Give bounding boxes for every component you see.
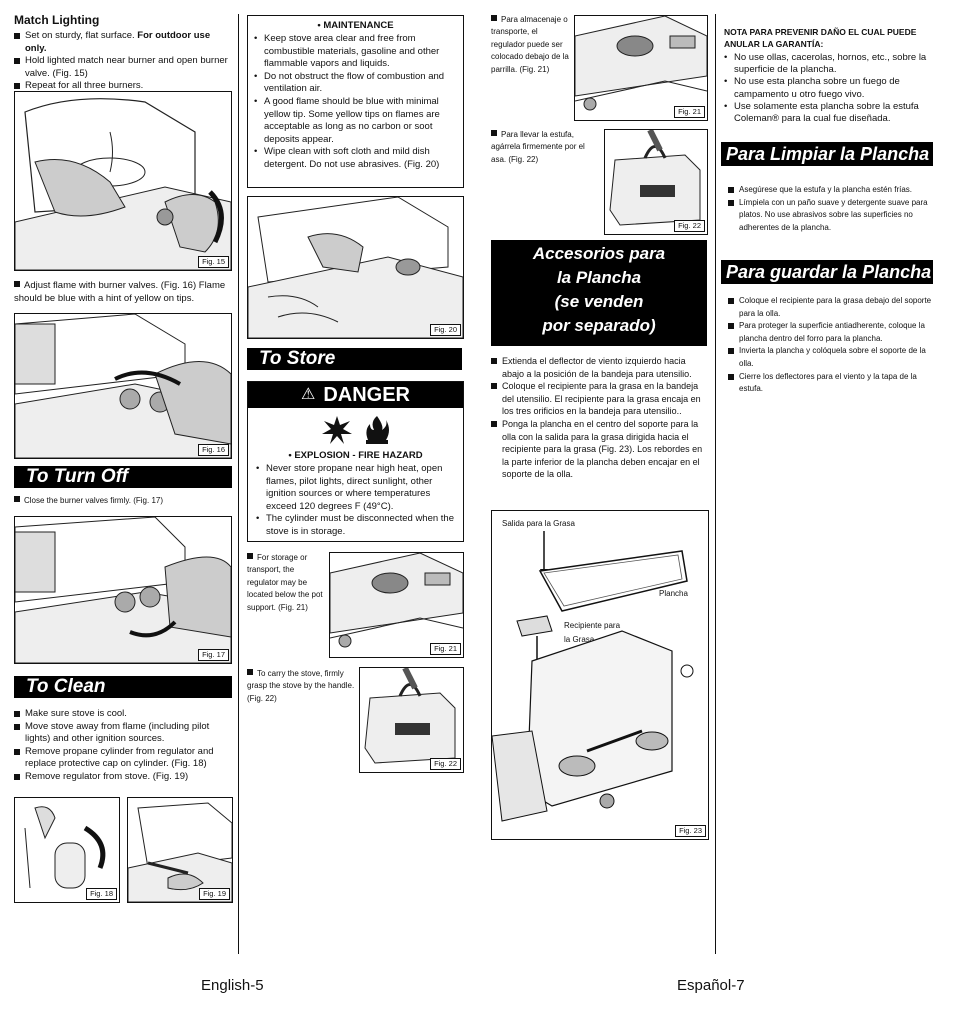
figure-16: Fig. 16 bbox=[14, 313, 232, 459]
nota-list: No use ollas, cacerolas, hornos, etc., s… bbox=[724, 52, 940, 125]
figure-17: Fig. 17 bbox=[14, 516, 232, 664]
recipiente-label: Recipiente para la Grasa bbox=[564, 621, 621, 644]
fig-22-en-label: Fig. 22 bbox=[430, 758, 461, 770]
clean-step: Move stove away from flame (including pi… bbox=[14, 721, 234, 746]
guardar-list: Coloque el recipiente para la grasa deba… bbox=[728, 295, 940, 396]
danger-item: The cylinder must be disconnected when t… bbox=[256, 513, 457, 538]
fire-icon bbox=[365, 416, 389, 444]
fig-17-label: Fig. 17 bbox=[198, 649, 229, 661]
footer-left: English-5 bbox=[201, 977, 264, 994]
fig-16-label: Fig. 16 bbox=[198, 444, 229, 456]
limpiar-list: Asegúrese que la estufa y la plancha est… bbox=[728, 184, 940, 234]
fig-21-en-label: Fig. 21 bbox=[430, 643, 461, 655]
fig-22-es-label: Fig. 22 bbox=[674, 220, 705, 232]
guardar-step: Cierre los deflectores para el viento y … bbox=[728, 371, 940, 396]
nota-title: NOTA PARA PREVENIR DAÑO EL CUAL PUEDE AN… bbox=[724, 27, 917, 49]
accesorios-list: Extienda el deflector de viento izquierd… bbox=[491, 355, 709, 481]
llevar-text: Para llevar la estufa, agárrela firmemen… bbox=[491, 130, 585, 164]
fig-15-label: Fig. 15 bbox=[198, 256, 229, 268]
nota-item: Use solamente esta plancha sobre la estu… bbox=[724, 101, 940, 125]
figure-21-es: Fig. 21 bbox=[574, 15, 708, 121]
danger-item: Never store propane near high heat, open… bbox=[256, 463, 457, 513]
guardar-heading: Para guardar la Plancha bbox=[721, 260, 933, 284]
almacenaje-text: Para almacenaje o transporte, el regulad… bbox=[491, 15, 569, 74]
figure-22-en: Fig. 22 bbox=[359, 667, 464, 773]
turn-off-text: Close the burner valves firmly. (Fig. 17… bbox=[14, 496, 232, 505]
clean-step: Remove regulator from stove. (Fig. 19) bbox=[14, 771, 234, 784]
fig-23-label: Fig. 23 bbox=[675, 825, 706, 837]
fig-21-es-label: Fig. 21 bbox=[674, 106, 705, 118]
accesorios-step: Extienda el deflector de viento izquierd… bbox=[491, 355, 709, 380]
accesorios-heading: Accesorios para la Plancha (se venden po… bbox=[491, 240, 707, 346]
maintenance-item: Keep stove area clear and free from comb… bbox=[254, 33, 455, 71]
clean-step: Remove propane cylinder from regulator a… bbox=[14, 746, 234, 771]
figure-20: Fig. 20 bbox=[247, 196, 464, 339]
maintenance-item: A good flame should be blue with minimal… bbox=[254, 96, 455, 146]
danger-subtitle: • EXPLOSION - FIRE HAZARD bbox=[288, 450, 423, 461]
nota-item: No use esta plancha sobre un fuego de ca… bbox=[724, 76, 940, 100]
to-store-heading: To Store bbox=[247, 348, 462, 370]
figure-18: Fig. 18 bbox=[14, 797, 120, 903]
explosion-icon bbox=[321, 416, 352, 444]
clean-list: Make sure stove is cool.Move stove away … bbox=[14, 708, 234, 784]
figure-22-es: Fig. 22 bbox=[604, 129, 708, 235]
fig-18-label: Fig. 18 bbox=[86, 888, 117, 900]
figure-15: Fig. 15 bbox=[14, 91, 232, 271]
match-lighting-list: Set on sturdy, flat surface. For outdoor… bbox=[14, 30, 234, 93]
guardar-step: Coloque el recipiente para la grasa deba… bbox=[728, 295, 940, 320]
match-lighting-item: Hold lighted match near burner and open … bbox=[14, 55, 234, 80]
guardar-step: Para proteger la superficie antiadherent… bbox=[728, 320, 940, 345]
figure-19: Fig. 19 bbox=[127, 797, 233, 903]
accesorios-step: Coloque el recipiente para la grasa en l… bbox=[491, 380, 709, 418]
figure-23: Salida para la Grasa Plancha Recipiente … bbox=[491, 510, 709, 840]
danger-box: ⚠ DANGER • EXPLOSION - FIRE HAZARD Never… bbox=[247, 381, 464, 542]
column-divider-left bbox=[238, 14, 239, 954]
match-lighting-item: Repeat for all three burners. bbox=[14, 80, 234, 93]
danger-title: DANGER bbox=[323, 383, 410, 406]
limpiar-step: Asegúrese que la estufa y la plancha est… bbox=[728, 184, 940, 197]
match-lighting-item: Set on sturdy, flat surface. For outdoor… bbox=[14, 30, 234, 55]
match-lighting-title: Match Lighting bbox=[14, 13, 100, 27]
nota-item: No use ollas, cacerolas, hornos, etc., s… bbox=[724, 52, 940, 76]
limpiar-step: Límpiela con un paño suave y detergente … bbox=[728, 197, 940, 235]
figure-21-en: Fig. 21 bbox=[329, 552, 464, 658]
clean-step: Make sure stove is cool. bbox=[14, 708, 234, 721]
carry-text: To carry the stove, firmly grasp the sto… bbox=[247, 669, 355, 703]
plancha-label: Plancha bbox=[659, 589, 688, 598]
maintenance-box: • MAINTENANCE Keep stove area clear and … bbox=[247, 15, 464, 188]
clean-heading: To Clean bbox=[14, 676, 232, 698]
fig-20-label: Fig. 20 bbox=[430, 324, 461, 336]
turn-off-heading: To Turn Off bbox=[14, 466, 232, 488]
storage-text: For storage or transport, the regulator … bbox=[247, 553, 323, 612]
fig-19-label: Fig. 19 bbox=[199, 888, 230, 900]
guardar-step: Invierta la plancha y colóquela sobre el… bbox=[728, 345, 940, 370]
maintenance-item: Wipe clean with soft cloth and mild dish… bbox=[254, 146, 455, 171]
maintenance-title: • MAINTENANCE bbox=[317, 20, 394, 31]
maintenance-item: Do not obstruct the flow of combustion a… bbox=[254, 71, 455, 96]
footer-right: Español-7 bbox=[677, 977, 745, 994]
limpiar-heading: Para Limpiar la Plancha bbox=[721, 142, 933, 166]
accesorios-step: Ponga la plancha en el centro del soport… bbox=[491, 418, 709, 481]
warning-icon: ⚠ bbox=[300, 386, 316, 403]
salida-label: Salida para la Grasa bbox=[502, 519, 575, 528]
column-divider-right bbox=[715, 14, 716, 954]
adjust-flame-text: Adjust flame with burner valves. (Fig. 1… bbox=[14, 280, 226, 304]
